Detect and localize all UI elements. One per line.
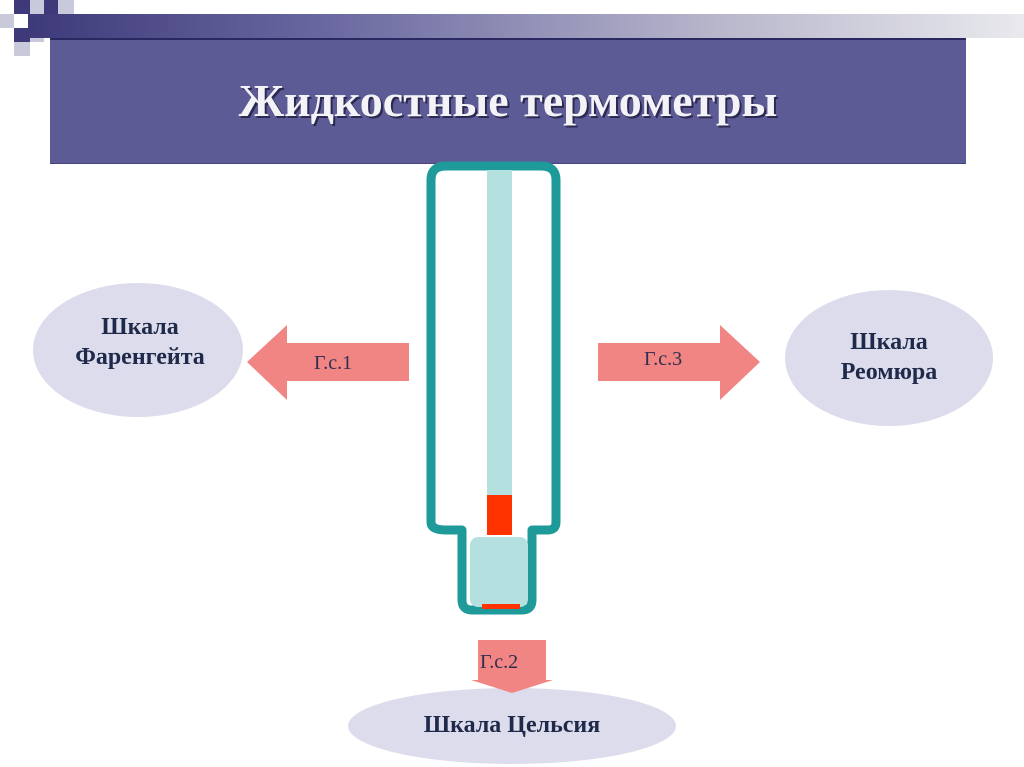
bulb-liquid-edge bbox=[482, 604, 520, 609]
arrow-right-label: Г.с.3 bbox=[644, 348, 683, 370]
liquid-column bbox=[487, 495, 512, 535]
reaumur-line1: Шкала bbox=[850, 329, 928, 355]
reaumur-line2: Реомюра bbox=[840, 359, 938, 385]
thermometer-bulb bbox=[470, 537, 528, 607]
celsius-label: Шкала Цельсия bbox=[423, 712, 601, 738]
fahrenheit-ellipse bbox=[33, 283, 243, 417]
arrow-left-label: Г.с.1 bbox=[314, 352, 353, 374]
fahrenheit-line1: Шкала bbox=[101, 314, 179, 340]
reaumur-ellipse bbox=[785, 290, 993, 426]
celsius-ellipse bbox=[348, 688, 676, 764]
capillary bbox=[487, 170, 512, 534]
fahrenheit-label: Шкала Фаренгейта bbox=[40, 312, 240, 372]
arrow-down-label: Г.с.2 bbox=[480, 651, 519, 673]
fahrenheit-line2: Фаренгейта bbox=[75, 344, 205, 370]
reaumur-label: Шкала Реомюра bbox=[789, 327, 989, 387]
page-title: Жидкостные термометры bbox=[238, 75, 778, 126]
header-gradient-line bbox=[28, 14, 1024, 38]
arrow-right bbox=[598, 325, 760, 400]
title-banner: Жидкостные термометры bbox=[50, 38, 966, 164]
arrow-left bbox=[247, 325, 409, 400]
arrow-down bbox=[471, 640, 553, 693]
